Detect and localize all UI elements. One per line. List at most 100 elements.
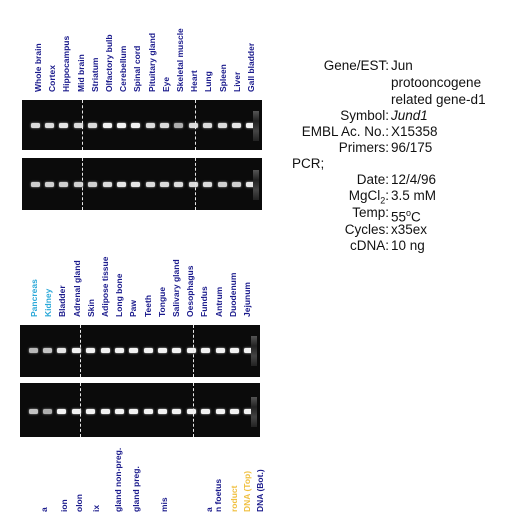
gel-top-a-band-0 [30,123,40,128]
gel-mid-b-band-1 [43,409,53,414]
temp-unit: C [411,209,421,225]
gel-top-a-band-7 [131,123,141,128]
gel-mid-a-band-14 [229,348,239,353]
gel-mid-b-marker-lane [251,397,257,427]
gel-mid-a-band-12 [201,348,211,353]
temp-value: 55oC [391,205,421,226]
gel-mid-a-band-11 [186,348,196,353]
gel-mid-a-band-10 [172,348,182,353]
gel-mid-a-marker-lane [251,336,257,366]
gel-top-a-band-3 [73,123,83,128]
date-value: 12/4/96 [391,172,437,187]
gene-est-value-line-3: related gene-d1 [391,92,486,107]
gel-top-b-band-13 [217,182,227,187]
middle-gel-panel-upper [20,325,260,377]
gel-mid-a-band-1 [43,348,53,353]
gel-mid-b-band-10 [172,409,182,414]
gel-top-b-band-4 [88,182,98,187]
gel-mid-b-band-5 [100,409,110,414]
cycles-value: x35ex [391,222,428,237]
gel-mid-a-band-0 [28,348,38,353]
mgcl2-value: 3.5 mM [391,188,437,203]
gel-mid-b-band-3 [71,409,81,414]
mgcl2-label-main: MgCl [348,188,381,203]
gel-top-b-band-5 [102,182,112,187]
gel-top-b-band-3 [73,182,83,187]
gel-top-a-band-4 [88,123,98,128]
gel-top-a-divider-1 [195,100,196,150]
gel-top-a-band-1 [45,123,55,128]
gel-top-b-divider-1 [195,158,196,210]
symbol-value: Jund1 [391,108,428,123]
gel-top-a-band-2 [59,123,69,128]
gel-mid-a-band-15 [244,348,254,353]
cdna-label: cDNA: [349,238,389,253]
primers-value: 96/175 [391,140,433,155]
gel-top-a-band-10 [174,123,184,128]
gene-est-value-line-2: protooncogene [391,75,482,90]
temp-degree-symbol: o [406,208,412,218]
gel-top-a-marker-lane [253,111,259,141]
gel-mid-a-band-2 [57,348,67,353]
embl-label: EMBL Ac. No.: [301,124,389,139]
gel-top-b-band-2 [59,182,69,187]
gel-top-b-band-6 [116,182,126,187]
gel-mid-a-band-3 [71,348,81,353]
gel-mid-b-divider-0 [80,383,81,437]
gel-top-b-band-9 [160,182,170,187]
gel-top-a-band-15 [246,123,256,128]
gel-mid-a-divider-0 [80,325,81,377]
gel-mid-a-band-6 [114,348,124,353]
gel-top-b-band-8 [145,182,155,187]
gel-top-b-band-11 [188,182,198,187]
gel-mid-b-band-11 [186,409,196,414]
gel-top-b-band-7 [131,182,141,187]
gel-top-a-band-14 [231,123,241,128]
pcr-label: PCR; [292,156,325,171]
gel-mid-b-band-6 [114,409,124,414]
mgcl2-label-subscript: 2 [380,195,386,206]
mgcl2-label: MgCl2: [349,188,389,209]
gel-mid-a-band-5 [100,348,110,353]
embl-value: X15358 [391,124,438,139]
gel-top-b-divider-0 [82,158,83,210]
top-gel-panel-upper [22,100,262,150]
gel-mid-b-band-8 [143,409,153,414]
gel-mid-a-band-7 [129,348,139,353]
mgcl2-label-colon: : [385,188,389,203]
gel-mid-b-band-0 [28,409,38,414]
gel-mid-b-band-4 [86,409,96,414]
cdna-value: 10 ng [391,238,425,253]
gel-top-b-band-12 [203,182,213,187]
gene-est-value-line-1: Jun [391,58,413,73]
date-label: Date: [356,172,389,187]
gel-mid-a-band-13 [215,348,225,353]
gel-mid-b-band-12 [201,409,211,414]
gel-mid-b-band-13 [215,409,225,414]
gel-top-b-band-0 [30,182,40,187]
gel-top-b-band-1 [45,182,55,187]
gel-top-a-divider-0 [82,100,83,150]
gel-top-b-marker-lane [253,170,259,200]
gel-top-b-band-15 [246,182,256,187]
gel-top-b-band-14 [231,182,241,187]
gel-top-a-band-6 [116,123,126,128]
temp-label: Temp: [352,205,389,220]
gel-top-a-band-9 [160,123,170,128]
gel-mid-b-divider-1 [193,383,194,437]
gel-top-a-band-12 [203,123,213,128]
gel-mid-b-band-14 [229,409,239,414]
gel-top-a-band-8 [145,123,155,128]
gene-est-label: Gene/EST: [323,58,389,73]
middle-gel-panel-lower [20,383,260,437]
gel-mid-b-band-7 [129,409,139,414]
gel-mid-b-band-2 [57,409,67,414]
primers-label: Primers: [338,140,389,155]
gel-mid-b-band-9 [158,409,168,414]
cycles-label: Cycles: [344,222,389,237]
symbol-label: Symbol: [340,108,389,123]
gel-top-a-band-5 [102,123,112,128]
gel-mid-a-band-8 [143,348,153,353]
top-gel-panel-lower [22,158,262,210]
